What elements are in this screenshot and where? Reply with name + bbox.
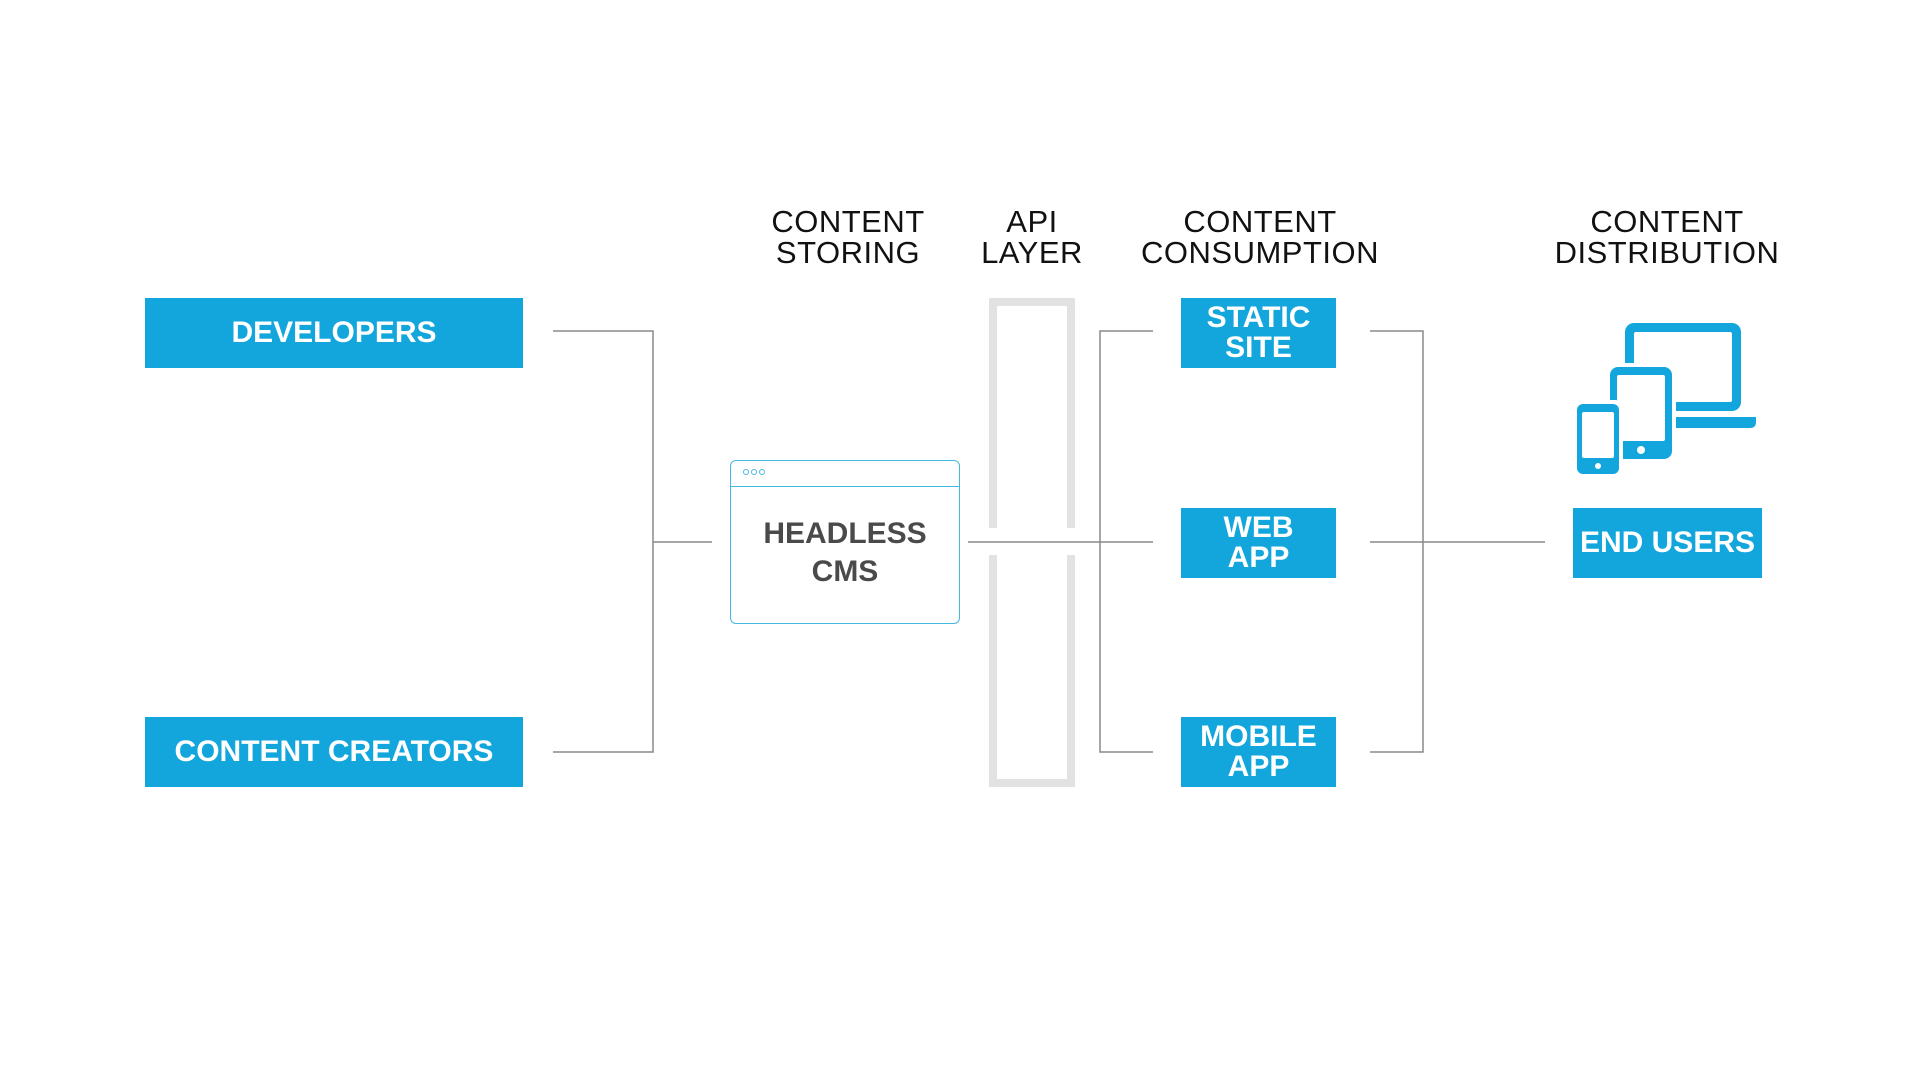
heading-content-distribution: CONTENT DISTRIBUTION <box>1554 204 1780 270</box>
connector-developers <box>553 330 654 753</box>
end-users-box[interactable]: END USERS <box>1573 508 1762 578</box>
mobile-app-box[interactable]: MOBILE APP <box>1181 717 1336 787</box>
headless-cms-window[interactable]: HEADLESS CMS <box>730 460 960 624</box>
window-dot <box>759 469 765 475</box>
devices-icon <box>1573 323 1756 478</box>
heading-content-storing: CONTENT STORING <box>771 204 925 270</box>
api-layer-top <box>989 298 1075 528</box>
heading-content-consumption: CONTENT CONSUMPTION <box>1141 204 1379 270</box>
content-creators-box[interactable]: CONTENT CREATORS <box>145 717 523 787</box>
window-dot <box>743 469 749 475</box>
connector-consumers <box>1099 330 1153 753</box>
heading-api-layer: API LAYER <box>981 204 1083 270</box>
browser-window-icon <box>731 461 959 487</box>
static-site-box[interactable]: STATIC SITE <box>1181 298 1336 368</box>
web-app-box[interactable]: WEB APP <box>1181 508 1336 578</box>
api-layer-bottom <box>989 555 1075 787</box>
window-dot <box>751 469 757 475</box>
developers-box[interactable]: DEVELOPERS <box>145 298 523 368</box>
headless-cms-label: HEADLESS CMS <box>763 517 927 588</box>
